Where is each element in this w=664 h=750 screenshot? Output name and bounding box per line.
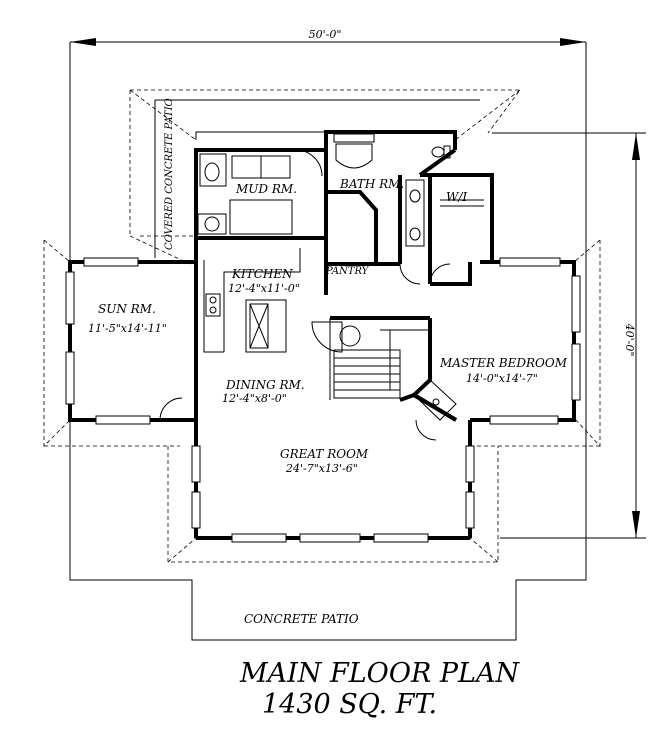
corner-fireplace bbox=[413, 379, 457, 421]
sun-room-label: SUN RM. bbox=[98, 302, 156, 316]
width-dimension-line bbox=[70, 38, 586, 46]
master-bedroom-label: MASTER BEDROOM bbox=[439, 356, 568, 370]
bath-room-label: BATH RM. bbox=[339, 177, 404, 191]
walk-in-label: W/I bbox=[446, 190, 467, 204]
mud-room-label: MUD RM. bbox=[235, 182, 297, 196]
sun-room-size: 11'-5"x14'-11" bbox=[88, 322, 167, 335]
plan-area: 1430 SQ. FT. bbox=[262, 689, 437, 720]
dining-room-label: DINING RM. bbox=[225, 378, 305, 392]
dining-room-size: 12'-4"x8'-0" bbox=[222, 392, 287, 405]
bathroom-fixtures bbox=[333, 133, 484, 247]
kitchen-size: 12'-4"x11'-0" bbox=[228, 282, 300, 295]
depth-dimension-line bbox=[492, 132, 646, 539]
mud-room-fixtures bbox=[197, 149, 323, 235]
great-room-windows bbox=[191, 257, 581, 543]
sun-room-walls bbox=[65, 257, 198, 425]
deck-outline bbox=[69, 42, 587, 641]
great-room-size: 24'-7"x13'-6" bbox=[285, 462, 358, 475]
kitchen-label: KITCHEN bbox=[231, 267, 293, 281]
concrete-patio-label: CONCRETE PATIO bbox=[244, 612, 359, 626]
master-bedroom-size: 14'-0"x14'-7" bbox=[466, 372, 538, 385]
width-dimension: 50'-0" bbox=[309, 28, 342, 41]
great-room-label: GREAT ROOM bbox=[280, 447, 369, 461]
kitchen-fixtures bbox=[203, 248, 301, 353]
door-swings bbox=[306, 237, 451, 441]
roof-overhang bbox=[43, 89, 601, 563]
staircase bbox=[311, 321, 430, 399]
pantry-label: PANTRY bbox=[325, 266, 370, 277]
plan-title: MAIN FLOOR PLAN bbox=[239, 658, 520, 689]
covered-patio-label: COVERED CONCRETE PATIO bbox=[164, 98, 175, 250]
depth-dimension: 40'-0" bbox=[623, 323, 636, 357]
